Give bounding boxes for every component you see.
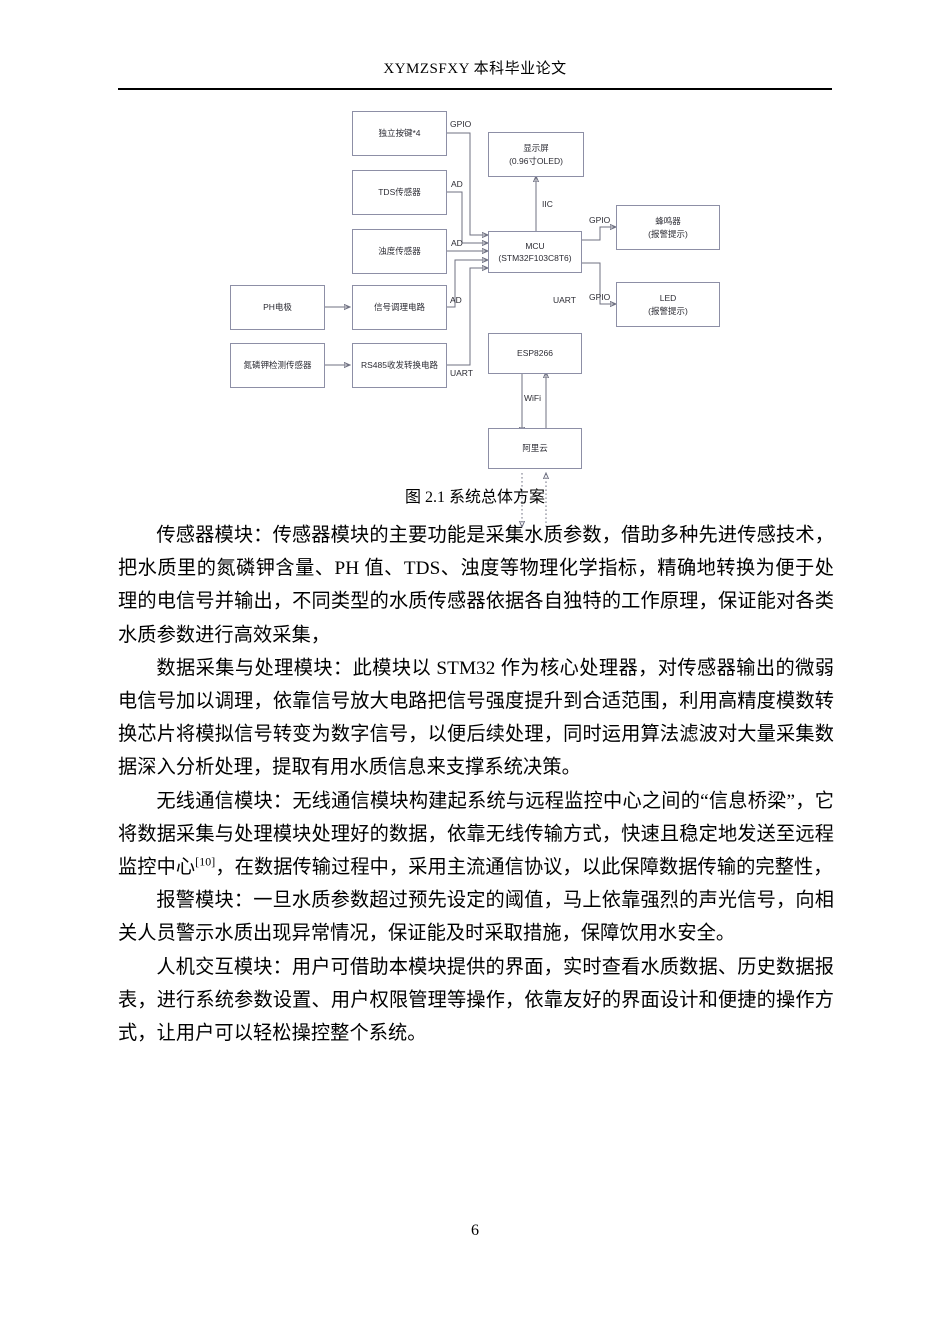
diagram-node-npk-sensor: 氮磷钾检测传感器 (230, 343, 325, 388)
diagram-connectors (325, 132, 950, 480)
diagram-node-keys: 独立按键*4 (352, 111, 447, 156)
paragraph-acquisition-module: 数据采集与处理模块：此模块以 STM32 作为核心处理器，对传感器输出的微弱电信… (118, 657, 834, 779)
edge-label-signal-ad: AD (450, 295, 462, 305)
citation-reference: [10] (195, 854, 216, 869)
figure-block: 独立按键*4 TDS传感器 浊度传感器 PH电极 信号调理电路 氮磷钾检测传感器… (0, 100, 950, 480)
system-architecture-diagram: 独立按键*4 TDS传感器 浊度传感器 PH电极 信号调理电路 氮磷钾检测传感器… (0, 100, 950, 480)
wire-keys-mcu (447, 132, 488, 235)
diagram-node-buzzer: 蜂鸣器 (报警提示) (616, 205, 720, 250)
edge-label-cloud-wifi: WiFi (524, 393, 541, 403)
diagram-node-turbidity-sensor: 浊度传感器 (352, 229, 447, 274)
header-title: XYMZSFXY 本科毕业论文 (383, 61, 567, 77)
diagram-node-led: LED (报警提示) (616, 282, 720, 327)
edge-label-tds-ad: AD (451, 179, 463, 189)
paragraph-hmi-module: 人机交互模块：用户可借助本模块提供的界面，实时查看水质数据、历史数据报表，进行系… (118, 956, 834, 1045)
paragraph-wireless-text-after: ，在数据传输过程中，采用主流通信协议，以此保障数据传输的完整性， (215, 857, 833, 879)
diagram-node-tds-sensor: TDS传感器 (352, 170, 447, 215)
edge-label-display-iic: IIC (542, 199, 553, 209)
header-divider (118, 88, 832, 90)
diagram-node-display: 显示屏 (0.96寸OLED) (488, 132, 584, 177)
diagram-node-cloud: 阿里云 (488, 428, 582, 469)
edge-label-keys-gpio: GPIO (450, 119, 472, 129)
edge-label-esp-uart: UART (553, 295, 576, 305)
wire-mcu-led (582, 262, 616, 304)
edge-label-buzzer-gpio: GPIO (589, 215, 611, 225)
diagram-node-rs485-circuit: RS485收发转换电路 (352, 343, 447, 388)
page-number: 6 (471, 1222, 479, 1239)
diagram-node-signal-conditioning: 信号调理电路 (352, 285, 447, 330)
paragraph-wireless-module: 无线通信模块：无线通信模块构建起系统与远程监控中心之间的“信息桥梁”，它将数据采… (118, 785, 834, 885)
diagram-node-mcu: MCU (STM32F103C8T6) (488, 231, 582, 273)
diagram-node-ph-electrode: PH电极 (230, 285, 325, 330)
body-text: 传感器模块：传感器模块的主要功能是采集水质参数，借助多种先进传感技术，把水质里的… (118, 519, 834, 1050)
paragraph-wireless-text-before: 无线通信模块：无线通信模块构建起系统与远程监控中心之间的“信息桥梁”，它将数据采… (118, 790, 834, 879)
edge-label-led-gpio: GPIO (589, 292, 611, 302)
figure-caption: 图 2.1 系统总体方案 (404, 489, 545, 506)
diagram-node-esp8266: ESP8266 (488, 333, 582, 374)
page-header: XYMZSFXY 本科毕业论文 (118, 60, 832, 78)
edge-label-turbidity-ad: AD (451, 238, 463, 248)
paragraph-sensor-module: 传感器模块：传感器模块的主要功能是采集水质参数，借助多种先进传感技术，把水质里的… (118, 525, 834, 646)
edge-label-rs485-uart: UART (450, 368, 473, 378)
wire-signal-mcu (447, 260, 488, 308)
wire-mcu-buzzer (582, 227, 616, 241)
wire-tds-mcu (447, 191, 488, 243)
paragraph-alarm-module: 报警模块：一旦水质参数超过预先设定的阈值，马上依靠强烈的声光信号，向相关人员警示… (118, 890, 834, 945)
wire-rs485-mcu (447, 268, 488, 366)
